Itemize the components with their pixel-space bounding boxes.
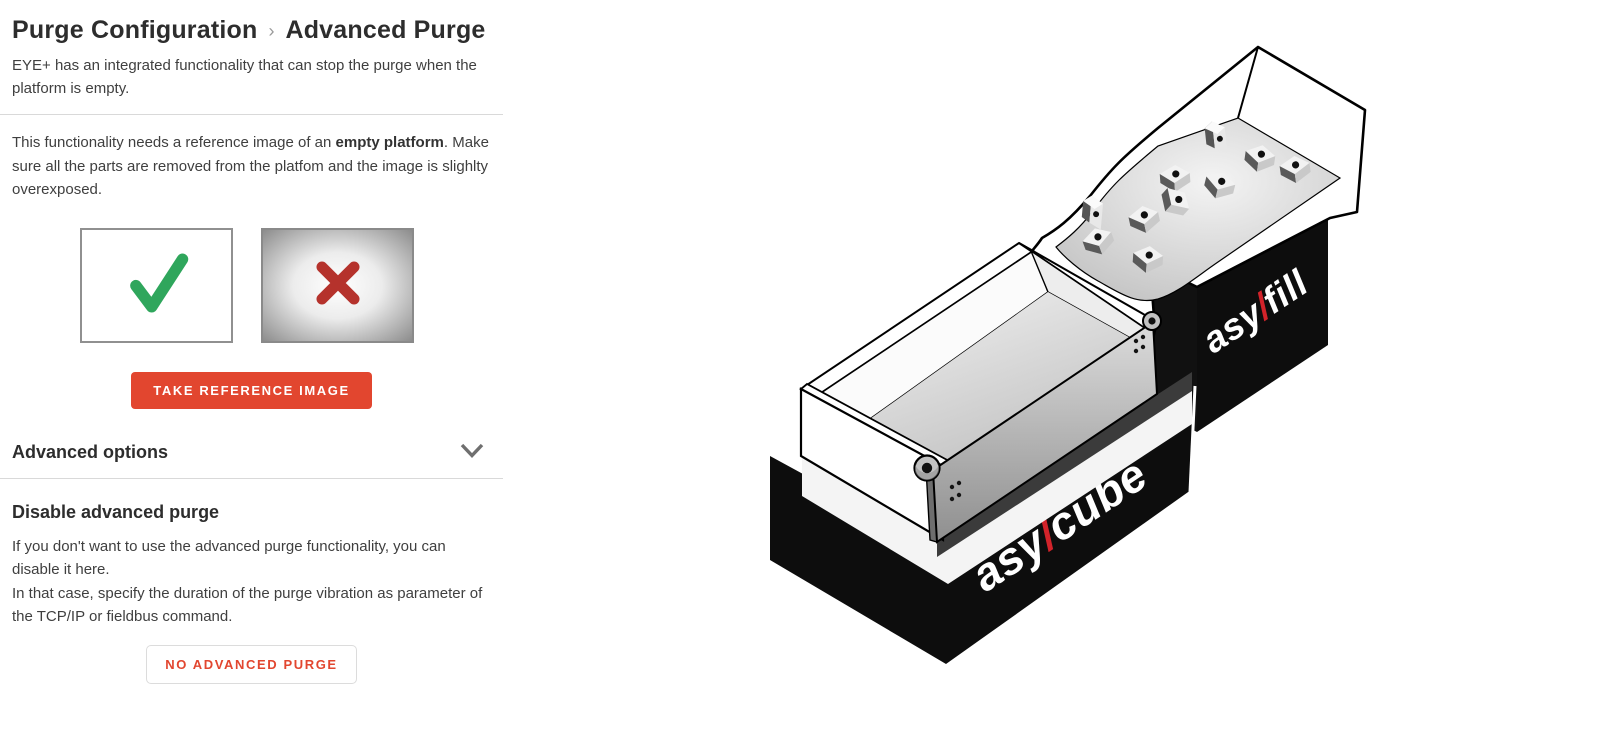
divider-advanced [0,477,503,479]
feeder-illustration: asy/fill [735,30,1370,680]
cross-icon [301,248,375,323]
advanced-options-label: Advanced options [12,442,169,462]
hinge-roller-right [1142,311,1162,331]
no-advanced-purge-button[interactable]: NO ADVANCED PURGE [146,644,357,684]
breadcrumb: Purge Configuration › Advanced Purge [0,16,503,45]
good-reference-example [80,227,233,343]
page-title: Advanced Purge [285,16,486,44]
reference-instructions: This functionality needs a reference ima… [0,131,503,202]
plate-rivets [949,334,1146,502]
disable-purge-line1: If you don't want to use the advanced pu… [12,537,446,579]
reference-instructions-after: . Make sure all the parts are removed fr… [12,134,489,198]
disable-purge-line2: In that case, specify the duration of th… [12,584,483,626]
hinge-roller-left [913,454,941,482]
breadcrumb-parent[interactable]: Purge Configuration [12,16,258,44]
disable-purge-description: If you don't want to use the advanced pu… [0,535,503,629]
reference-instructions-bold: empty platform [335,134,444,151]
reference-examples [80,227,503,343]
divider-top [0,114,503,115]
reference-instructions-before: This functionality needs a reference ima… [12,134,336,151]
intro-text: EYE+ has an integrated functionality tha… [12,57,477,97]
advanced-options-header[interactable]: Advanced options [0,442,503,464]
breadcrumb-separator-icon: › [268,21,275,41]
bad-reference-example [261,227,414,343]
checkmark-icon [113,245,201,326]
chevron-down-icon[interactable] [459,442,485,464]
asycube-device: asy/cube [770,241,1197,664]
left-panel: Purge Configuration › Advanced Purge EYE… [0,0,503,684]
disable-purge-heading: Disable advanced purge [12,501,220,522]
take-reference-image-button[interactable]: TAKE REFERENCE IMAGE [131,371,372,409]
